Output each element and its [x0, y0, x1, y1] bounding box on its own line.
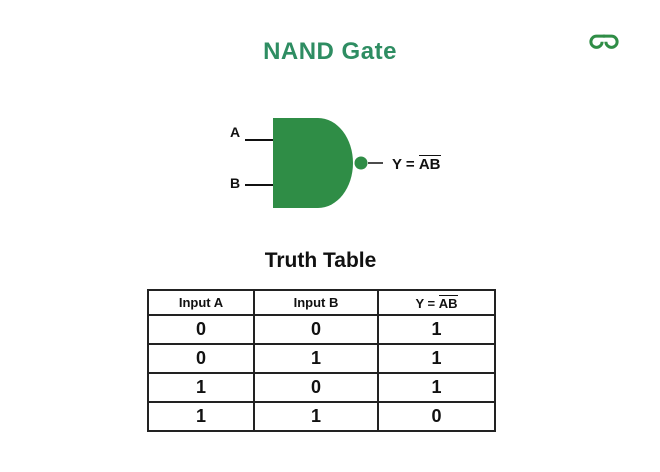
cell-a: 1 — [147, 372, 255, 403]
cell-b: 0 — [253, 372, 379, 403]
table-row: 0 0 1 — [147, 314, 496, 345]
gate-body — [273, 118, 353, 208]
cell-b: 0 — [253, 314, 379, 345]
input-a-label: A — [230, 124, 240, 140]
truth-table: Input A Input B Y = AB 0 0 1 0 1 1 1 0 1… — [147, 289, 496, 432]
inversion-bubble — [354, 156, 368, 170]
header-row: Input A Input B Y = AB — [147, 289, 496, 316]
input-b-label: B — [230, 175, 240, 191]
cell-y: 1 — [377, 372, 496, 403]
header-overline-text: AB — [438, 294, 458, 311]
gate-output-label: Y = AB — [392, 155, 441, 173]
cell-a: 0 — [147, 314, 255, 345]
col-header-input-a: Input A — [147, 289, 255, 316]
table-row: 1 1 0 — [147, 401, 496, 432]
output-prefix: Y = — [392, 156, 419, 173]
cell-y: 0 — [377, 401, 496, 432]
cell-a: 0 — [147, 343, 255, 374]
output-overline-text: AB — [418, 155, 441, 173]
cell-y: 1 — [377, 343, 496, 374]
cell-y: 1 — [377, 314, 496, 345]
cell-b: 1 — [253, 401, 379, 432]
col-header-input-b: Input B — [253, 289, 379, 316]
table-row: 1 0 1 — [147, 372, 496, 403]
table-row: 0 1 1 — [147, 343, 496, 374]
cell-a: 1 — [147, 401, 255, 432]
nand-gate-symbol: A B — [230, 118, 383, 208]
geeksforgeeks-logo-icon — [589, 34, 619, 49]
page-title: NAND Gate — [263, 38, 397, 65]
col-header-output: Y = AB — [377, 289, 496, 316]
truth-table-heading: Truth Table — [264, 249, 377, 272]
cell-b: 1 — [253, 343, 379, 374]
